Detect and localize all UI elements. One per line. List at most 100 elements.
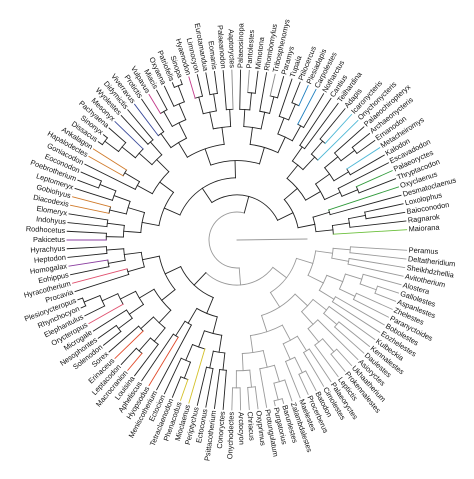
tree-branch	[331, 225, 334, 235]
tree-branch	[337, 187, 343, 197]
tree-branch	[359, 283, 377, 291]
tree-branch	[272, 266, 288, 279]
tree-branch	[346, 168, 351, 176]
tree-branch	[281, 398, 285, 405]
tree-branch	[180, 265, 214, 299]
tree-branch	[102, 134, 109, 139]
tree-branch	[349, 246, 351, 254]
tree-branch	[276, 212, 294, 221]
tree-branch	[127, 266, 145, 273]
tree-branch	[148, 93, 162, 115]
tree-branch	[105, 246, 108, 254]
tree-branch	[282, 335, 299, 345]
tree-branch	[331, 222, 350, 227]
tree-branch	[148, 336, 179, 387]
tree-branch	[355, 292, 393, 310]
tree-branch	[374, 292, 397, 302]
tree-branch	[88, 303, 124, 325]
tree-branch	[277, 117, 285, 135]
tree-branch	[297, 123, 305, 129]
tree-branch	[114, 120, 144, 150]
tree-branch	[222, 352, 226, 371]
tree-branch	[341, 189, 359, 197]
tree-branch	[67, 222, 108, 228]
tree-branch	[106, 248, 125, 251]
tree-branch	[72, 196, 112, 208]
tree-branch	[209, 350, 214, 369]
tree-branch	[156, 324, 192, 391]
tree-branch	[322, 338, 335, 353]
tree-branch	[291, 146, 303, 162]
tree-branch	[186, 143, 225, 158]
tree-branch	[333, 126, 365, 154]
tree-branch	[297, 88, 317, 125]
tree-branch	[338, 288, 356, 297]
tree-branch	[170, 137, 188, 149]
tree-branch	[99, 183, 117, 192]
tree-branch	[104, 140, 120, 153]
tree-branch	[123, 230, 142, 234]
tree-branch	[198, 330, 205, 348]
tree-branch	[333, 326, 365, 354]
tree-branch	[208, 211, 245, 269]
tree-branch	[273, 364, 280, 383]
tree-branch	[184, 320, 192, 326]
tree-branch	[77, 297, 84, 301]
tree-branch	[107, 259, 126, 264]
tree-branch	[97, 324, 117, 339]
tree-branch	[235, 369, 251, 372]
tree-branch	[259, 72, 268, 112]
tree-branch	[68, 259, 109, 267]
tree-branch	[282, 343, 291, 361]
tree-branch	[205, 72, 211, 96]
tree-branch	[114, 330, 144, 360]
tree-branch	[113, 195, 131, 202]
tree-branch	[149, 337, 159, 345]
tree-branch	[315, 229, 334, 233]
tree-branch	[247, 69, 250, 93]
tree-branch	[247, 386, 256, 388]
tree-branch	[273, 400, 276, 407]
tree-branch	[346, 147, 381, 170]
tree-branch	[332, 247, 351, 251]
tree-branch	[328, 305, 376, 341]
tree-branch	[229, 108, 232, 128]
tree-branch	[109, 209, 127, 215]
tree-branch	[269, 257, 298, 294]
tree-branch	[80, 171, 103, 182]
tip-label: Oxyprimus	[254, 410, 267, 446]
tree-branches	[66, 69, 408, 411]
tree-branch	[323, 312, 338, 326]
tree-branch	[286, 164, 299, 180]
tree-branch	[163, 357, 182, 395]
tree-branch	[351, 146, 358, 155]
tree-branch	[305, 370, 317, 392]
tree-branch	[283, 187, 298, 201]
tree-branch	[156, 158, 170, 173]
tree-branch	[284, 379, 293, 402]
tree-branch	[340, 149, 356, 162]
tree-branch	[210, 160, 261, 166]
tree-branch	[159, 181, 175, 194]
tree-branch	[133, 103, 159, 137]
tree-branch	[231, 69, 234, 110]
tree-branch	[206, 296, 214, 314]
tree-branch	[119, 290, 137, 300]
tree-branch	[307, 319, 319, 330]
tree-branch	[117, 317, 133, 330]
tree-branch	[222, 369, 227, 410]
tip-label: Maiorana	[408, 223, 440, 234]
tree-branch	[284, 360, 301, 399]
tree-branch	[324, 167, 335, 182]
tree-branch	[349, 154, 385, 176]
tree-branch	[262, 350, 268, 368]
tree-branch	[324, 113, 353, 145]
tip-label: Palaeosinopa	[236, 22, 246, 68]
tree-branch	[351, 132, 371, 149]
tree-branch	[249, 324, 283, 337]
tree-branch	[205, 266, 274, 286]
tree-branch	[269, 96, 275, 114]
tree-branch	[243, 109, 246, 128]
tree-branch	[261, 314, 268, 333]
tree-branch	[178, 103, 187, 121]
